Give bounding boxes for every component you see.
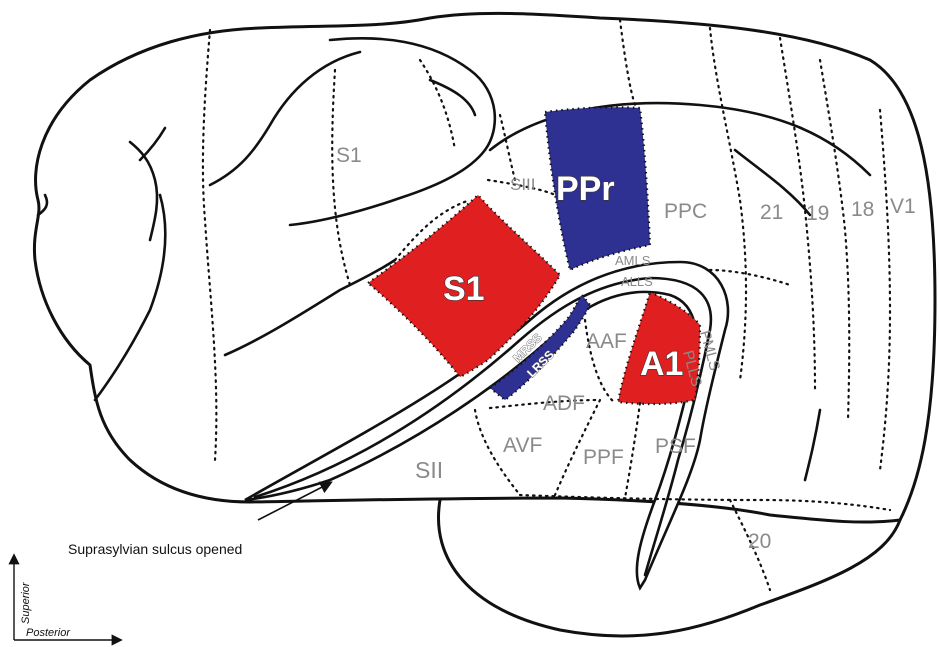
label-s1-upper: S1 [336, 144, 362, 167]
boundary-a1-psf [710, 270, 790, 285]
boundary-s1-frontal [203, 30, 216, 460]
label-18: 18 [851, 198, 874, 221]
annotation-suprasylvian: Suprasylvian sulcus opened [68, 541, 242, 557]
boundary-siii-upper [500, 115, 515, 180]
label-alls: ALLS [621, 274, 653, 289]
label-aaf: AAF [586, 330, 627, 353]
posterior-short-sulcus [805, 410, 820, 480]
label-sii: SII [415, 457, 443, 483]
boundary-ppf-psf [625, 403, 640, 498]
cruciate-branch [140, 128, 165, 160]
boundary-front-gyrus [620, 20, 635, 105]
lateral-sulcus-front [225, 260, 395, 355]
label-ppc: PPC [664, 200, 707, 223]
axis-superior-label: Superior [20, 581, 32, 624]
lateral-gyrus-boundary [290, 38, 495, 225]
label-ppf: PPF [583, 446, 624, 469]
label-adf: ADF [543, 392, 585, 415]
label-psf: PSF [655, 435, 696, 458]
label-avf: AVF [503, 434, 542, 457]
label-s1-main: S1 [443, 270, 485, 308]
label-amls: AMLS [615, 253, 651, 268]
axis-posterior-label: Posterior [26, 627, 71, 639]
boundary-s1-upper [332, 70, 350, 285]
label-21: 21 [760, 201, 783, 224]
ansate-sulcus [430, 80, 475, 115]
label-siii: SIII [510, 175, 536, 194]
label-19: 19 [806, 202, 829, 225]
label-20: 20 [748, 530, 771, 553]
boundary-18-v1 [880, 110, 890, 470]
label-a1: A1 [640, 345, 683, 383]
boundary-19-18 [820, 60, 849, 420]
label-ppr: PPr [556, 170, 615, 208]
label-v1: V1 [890, 195, 916, 218]
boundary-upper-arc [420, 60, 455, 150]
